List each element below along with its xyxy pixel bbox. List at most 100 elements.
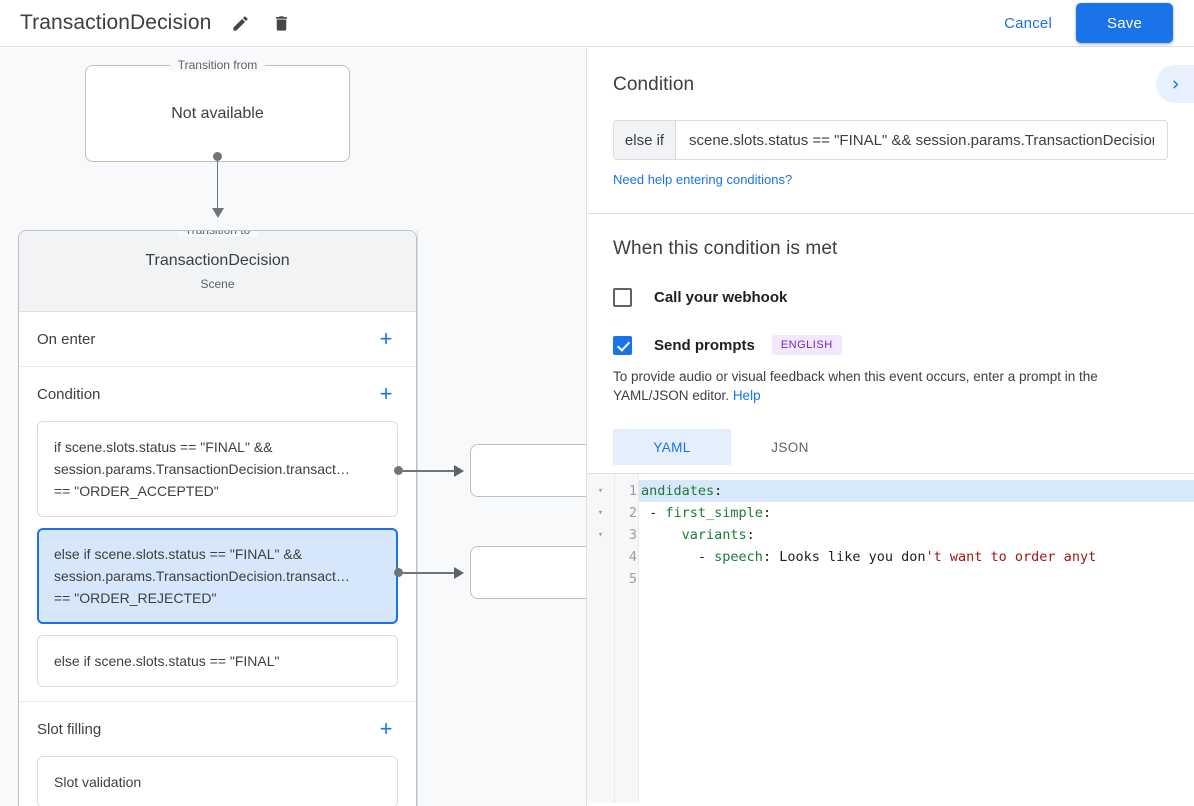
- scene-graph-canvas[interactable]: Transition from Not available Transition…: [0, 48, 586, 806]
- fold-gutter[interactable]: ▾ ▾ ▾: [587, 474, 615, 803]
- edge-dot-condition-1: [394, 466, 403, 475]
- condition-line: == "ORDER_REJECTED": [54, 590, 217, 606]
- slot-filling-label: Slot validation: [54, 774, 142, 790]
- send-prompts-label: Send prompts: [654, 336, 755, 354]
- transition-to-legend: Transition to: [176, 231, 259, 237]
- code-token: speech: [714, 549, 763, 565]
- edge-dot-condition-2: [394, 568, 403, 577]
- code-token: Looks like you don: [779, 549, 926, 565]
- condition-input-row[interactable]: else if: [613, 120, 1168, 160]
- line-number: 1: [628, 483, 637, 499]
- code-token: andidates: [641, 483, 715, 499]
- pencil-icon: [233, 15, 248, 31]
- call-your-webhook-label: Call your webhook: [654, 289, 788, 306]
- condition-list-item[interactable]: if scene.slots.status == "FINAL" && sess…: [37, 421, 398, 517]
- code-text-area[interactable]: andidates: - first_simple: variants: - s…: [639, 474, 1194, 803]
- add-condition-button[interactable]: +: [379, 381, 393, 406]
- detail-header-section: Condition else if Need help entering con…: [587, 48, 1194, 214]
- code-token: first_simple: [665, 505, 763, 521]
- condition-line: session.params.TransactionDecision.trans…: [54, 568, 350, 584]
- transition-from-value: Not available: [171, 104, 264, 122]
- code-token: variants: [681, 527, 747, 543]
- top-app-bar: TransactionDecision Cancel Save: [0, 0, 1194, 47]
- code-line[interactable]: variants:: [639, 524, 1194, 546]
- code-token: :: [762, 549, 780, 565]
- condition-list-item-selected[interactable]: else if scene.slots.status == "FINAL" &&…: [37, 528, 398, 624]
- condition-expression-input[interactable]: [676, 121, 1167, 159]
- connector-arrow: [211, 208, 224, 218]
- fold-toggle[interactable]: ▾: [597, 508, 604, 518]
- graph-divider: [417, 230, 418, 806]
- section-header-on-enter: On enter +: [37, 312, 398, 366]
- scene-header: TransactionDecision Scene: [19, 231, 416, 312]
- call-your-webhook-checkbox[interactable]: [613, 288, 632, 307]
- line-number: 4: [628, 549, 637, 565]
- yaml-code-editor[interactable]: ▾ ▾ ▾ 1 2 3 4 5 andidates: - first_simpl…: [587, 473, 1194, 803]
- fold-toggle: [587, 568, 614, 590]
- section-header-condition: Condition +: [37, 367, 398, 421]
- line-number: 5: [628, 571, 637, 587]
- section-on-enter: On enter +: [19, 312, 416, 367]
- condition-line: == "ORDER_ACCEPTED": [54, 483, 219, 499]
- code-token: :: [714, 483, 723, 499]
- condition-line: else if scene.slots.status == "FINAL": [54, 653, 280, 669]
- edge-arrow-condition-2: [454, 567, 464, 579]
- edge-arrow-condition-1: [454, 465, 464, 477]
- condition-prefix-label: else if: [614, 121, 676, 159]
- section-title-slot-filling: Slot filling: [37, 720, 102, 738]
- save-button[interactable]: Save: [1076, 3, 1173, 43]
- fold-toggle[interactable]: ▾: [597, 530, 604, 540]
- editor-format-tabs: YAML JSON: [613, 429, 1168, 465]
- tab-json[interactable]: JSON: [771, 439, 809, 455]
- target-node-stub-1[interactable]: [470, 444, 586, 497]
- condition-detail-panel: Condition else if Need help entering con…: [586, 48, 1194, 806]
- language-badge: ENGLISH: [771, 335, 842, 355]
- code-token: :: [746, 527, 755, 543]
- detail-heading: Condition: [613, 74, 695, 95]
- code-token: 't want to order anyt: [925, 549, 1097, 565]
- edge-line-condition-1: [399, 470, 456, 472]
- detail-body-section: When this condition is met Call your web…: [587, 214, 1194, 465]
- delete-button[interactable]: [266, 8, 296, 38]
- scene-type: Scene: [200, 276, 235, 291]
- line-number-gutter: 1 2 3 4 5: [615, 474, 639, 803]
- prompt-help-link[interactable]: Help: [732, 388, 761, 403]
- condition-help-link[interactable]: Need help entering conditions?: [613, 172, 793, 187]
- target-node-stub-2[interactable]: [470, 546, 586, 599]
- code-line[interactable]: - speech: Looks like you don't want to o…: [639, 546, 1194, 568]
- tab-yaml[interactable]: YAML: [613, 429, 731, 465]
- add-on-enter-button[interactable]: +: [379, 326, 393, 351]
- send-prompts-checkbox[interactable]: [613, 335, 632, 355]
- chevron-right-icon: [1172, 80, 1178, 88]
- add-slot-filling-button[interactable]: +: [379, 716, 393, 741]
- fold-toggle[interactable]: ▾: [597, 486, 604, 496]
- line-number: 2: [628, 505, 637, 521]
- collapse-panel-button[interactable]: [1156, 65, 1194, 103]
- cancel-button[interactable]: Cancel: [994, 7, 1062, 40]
- transition-from-legend: Transition from: [169, 58, 266, 72]
- slot-filling-list-item[interactable]: Slot validation: [37, 756, 398, 806]
- edit-name-button[interactable]: [225, 8, 255, 38]
- section-condition: Condition + if scene.slots.status == "FI…: [19, 367, 416, 702]
- section-title-on-enter: On enter: [37, 330, 96, 348]
- transition-from-card[interactable]: Transition from Not available: [85, 58, 350, 162]
- edge-line-condition-2: [399, 572, 456, 574]
- transition-to-card[interactable]: Transition to TransactionDecision Scene …: [18, 230, 417, 806]
- webhook-checkbox-row[interactable]: Call your webhook: [613, 288, 1168, 307]
- trash-icon: [275, 15, 287, 31]
- condition-line: else if scene.slots.status == "FINAL" &&: [54, 546, 303, 562]
- scene-name: TransactionDecision: [145, 251, 290, 269]
- condition-list-item[interactable]: else if scene.slots.status == "FINAL": [37, 635, 398, 687]
- code-line[interactable]: andidates:: [639, 480, 1194, 502]
- code-line[interactable]: - first_simple:: [639, 502, 1194, 524]
- line-number: 3: [628, 527, 637, 543]
- when-condition-met-heading: When this condition is met: [613, 238, 838, 259]
- section-header-slot-filling: Slot filling +: [37, 702, 398, 756]
- page-title: TransactionDecision: [20, 11, 212, 34]
- section-slot-filling: Slot filling + Slot validation: [19, 702, 416, 806]
- prompt-help-sentence: To provide audio or visual feedback when…: [613, 369, 1098, 403]
- send-prompts-row[interactable]: Send prompts ENGLISH: [613, 335, 1168, 355]
- code-line[interactable]: [639, 568, 1194, 590]
- fold-toggle: [587, 546, 614, 568]
- code-token: :: [762, 505, 772, 521]
